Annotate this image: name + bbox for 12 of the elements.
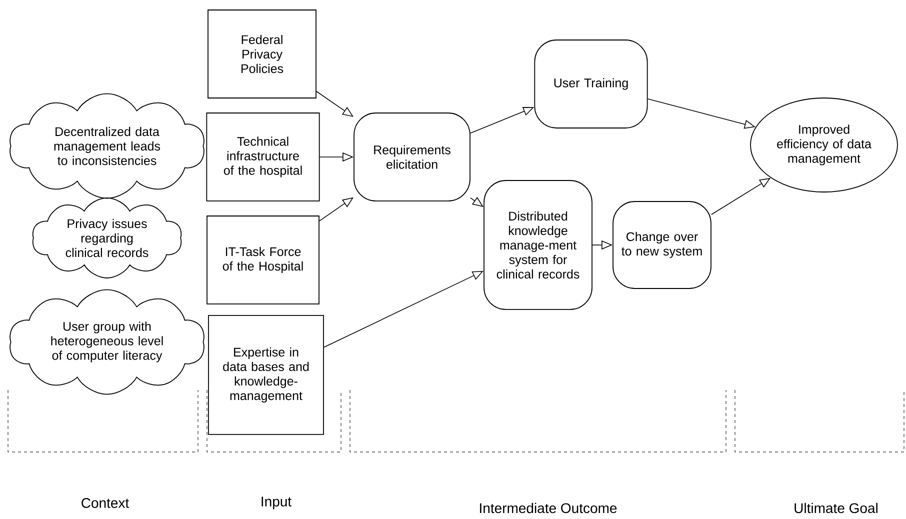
input-box: Technical infrastructure of the hospital bbox=[206, 112, 320, 202]
column-label: Context bbox=[82, 498, 130, 508]
outcome-box: User Training bbox=[534, 40, 648, 128]
input-box: Federal Privacy Policies bbox=[208, 10, 316, 98]
column-label: Input bbox=[262, 496, 292, 510]
input-box: IT-Task Force of the Hospital bbox=[206, 216, 320, 304]
outcome-box: Distributed knowledge manage-ment system for clinical records bbox=[484, 180, 592, 310]
input-box: Expertise in data bases and knowledge-management bbox=[208, 315, 324, 435]
column-label: Intermediate Outcome bbox=[480, 502, 617, 514]
outcome-box: Change over to new system bbox=[612, 201, 712, 289]
outcome-box: Requirements elicitation bbox=[354, 112, 470, 202]
column-label: Ultimate Goal bbox=[794, 502, 878, 514]
